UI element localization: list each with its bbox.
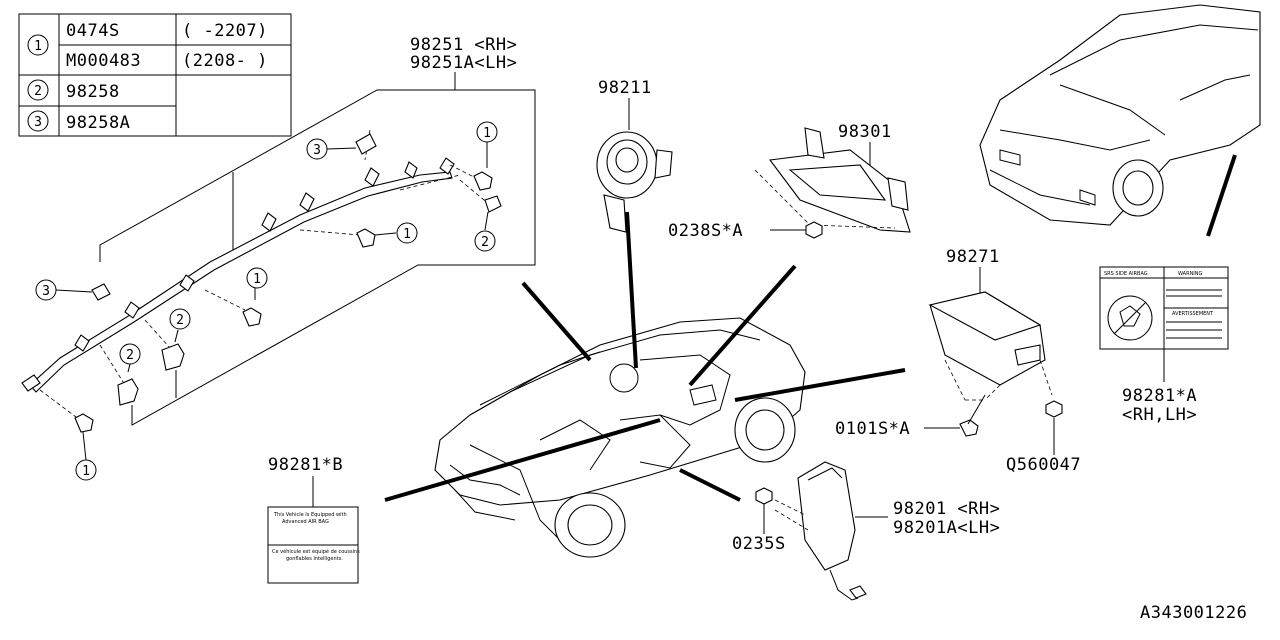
label-98211: 98211: [598, 78, 652, 98]
diagram-id: A343001226: [1140, 603, 1247, 623]
svg-text:gonflables intelligents.: gonflables intelligents.: [286, 556, 343, 562]
svg-text:1: 1: [82, 464, 90, 479]
legend-key-2: 2: [34, 84, 42, 99]
legend-part-98258: 98258: [66, 82, 120, 102]
legend-key-3: 3: [34, 115, 42, 130]
legend-part-0474s: 0474S: [66, 21, 120, 41]
label-0238s-a: 0238S*A: [668, 221, 743, 241]
label-0101s-a: 0101S*A: [835, 419, 910, 439]
svg-text:1: 1: [483, 126, 491, 141]
svg-text:2: 2: [126, 348, 134, 363]
callout-1-d: 1: [476, 121, 498, 168]
svg-text:Advanced AIR BAG: Advanced AIR BAG: [282, 519, 329, 525]
side-airbag-module: 0235S 98201 <RH> 98201A<LH>: [732, 461, 1000, 601]
advanced-airbag-label-98281b: 98281*B This Vehicle Is Equipped with Ad…: [267, 455, 360, 584]
curtain-airbag-group: 98251 <RH> 98251A<LH>: [21, 35, 536, 481]
vehicle-cutaway: [384, 154, 1237, 558]
svg-text:Ce véhicule est équipé de cous: Ce véhicule est équipé de coussins: [272, 548, 360, 555]
legend-range-2: (2208- ): [182, 51, 268, 71]
warning-label-98281a: SRS SIDE AIRBAG WARNING AVERTISSEMENT 98…: [1099, 266, 1229, 425]
curtain-airbag: [29, 171, 453, 393]
callout-2-b: 2: [169, 308, 191, 343]
callout-1-c: 1: [374, 222, 418, 244]
callout-1-a: 1: [75, 431, 97, 481]
callout-1-b: 1: [246, 267, 268, 300]
label-98251a-lh: 98251A<LH>: [410, 53, 517, 73]
label-98271: 98271: [946, 247, 1000, 267]
label-98281b: 98281*B: [268, 455, 343, 475]
legend-part-98258a: 98258A: [66, 113, 130, 133]
label-98281a-side: <RH,LH>: [1122, 405, 1197, 425]
svg-text:1: 1: [403, 227, 411, 242]
legend-range-1: ( -2207): [182, 21, 268, 41]
svg-text:3: 3: [313, 143, 321, 158]
svg-text:1: 1: [253, 272, 261, 287]
knee-airbag-module: 98301 0238S*A: [668, 122, 911, 241]
legend-table: 1 0474S ( -2207) M000483 (2208- ) 2 9825…: [18, 13, 292, 137]
svg-text:2: 2: [481, 235, 489, 250]
svg-text:3: 3: [42, 284, 50, 299]
label-98301: 98301: [838, 122, 892, 142]
callout-2-c: 2: [474, 211, 496, 252]
vehicle-front-view: [979, 4, 1261, 226]
legend-key-1: 1: [34, 39, 42, 54]
label-98201a-lh: 98201A<LH>: [893, 518, 1000, 538]
callout-3-b: 3: [35, 279, 93, 301]
label-0235s: 0235S: [732, 534, 786, 554]
label-98281a: 98281*A: [1122, 386, 1197, 406]
callout-3-a: 3: [306, 138, 357, 160]
svg-text:WARNING: WARNING: [1178, 271, 1203, 277]
svg-text:AVERTISSEMENT: AVERTISSEMENT: [1172, 311, 1214, 317]
callout-2-a: 2: [119, 343, 141, 373]
driver-airbag-module: 98211: [596, 78, 673, 233]
legend-part-m000483: M000483: [66, 51, 141, 71]
label-98251-rh: 98251 <RH>: [410, 35, 517, 55]
passenger-airbag-module: 98271 0101S*A Q560047: [835, 247, 1081, 475]
svg-text:2: 2: [176, 313, 184, 328]
svg-text:SRS SIDE AIRBAG: SRS SIDE AIRBAG: [1104, 271, 1148, 277]
label-98201-rh: 98201 <RH>: [893, 499, 1000, 519]
label-q560047: Q560047: [1006, 455, 1081, 475]
svg-text:This Vehicle Is Equipped with: This Vehicle Is Equipped with: [273, 512, 347, 518]
